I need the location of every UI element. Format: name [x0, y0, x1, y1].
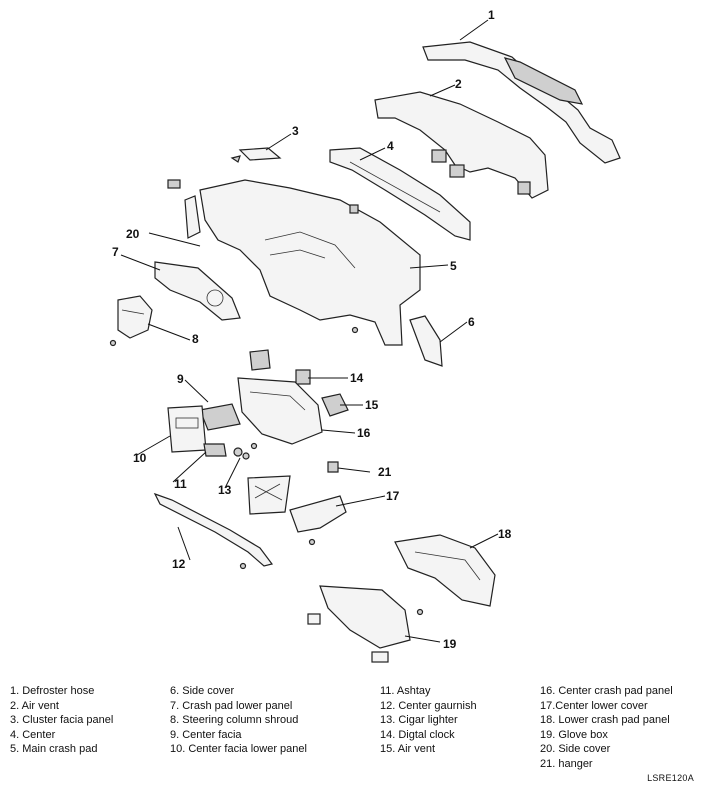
legend-item: 13. Cigar lighter	[380, 714, 458, 727]
legend-item: 3. Cluster facia panel	[10, 714, 114, 727]
center-lower-cover	[247, 475, 347, 533]
center-crash-pad-panel	[237, 377, 323, 445]
digital-clock	[295, 369, 311, 385]
side-cover-right	[409, 315, 443, 367]
cigar-lighter	[233, 447, 250, 460]
callout-20: 20	[126, 227, 140, 241]
callout-2: 2	[455, 77, 462, 91]
air-vent-right	[321, 393, 349, 417]
legend-item: 2. Air vent	[10, 699, 59, 712]
air-vent-duct	[374, 91, 549, 199]
center-facia-lower-panel	[167, 405, 207, 453]
side-cover-left	[184, 195, 201, 239]
callout-18: 18	[498, 527, 512, 541]
callout-6: 6	[468, 315, 475, 329]
air-vent-upper	[249, 349, 271, 371]
ashtray	[203, 443, 227, 457]
callout-1: 1	[488, 8, 495, 22]
legend-column-2: 6. Side cover 7. Crash pad lower panel 8…	[170, 684, 307, 757]
legend-item: 21. hanger	[540, 757, 593, 770]
legend-item: 4. Center	[10, 728, 56, 741]
legend-column-1: 1. Defroster hose 2. Air vent 3. Cluster…	[10, 684, 113, 757]
lower-crash-pad-panel	[394, 534, 496, 607]
legend-item: 8. Steering column shroud	[170, 714, 299, 727]
legend-item: 1. Defroster hose	[10, 685, 95, 697]
leader-lines	[120, 19, 499, 643]
legend-item: 16. Center crash pad panel	[540, 685, 673, 697]
figure-code: LSRE120A	[647, 773, 694, 783]
callout-15: 15	[365, 398, 379, 412]
callout-17: 17	[386, 489, 400, 503]
center-defroster	[329, 147, 471, 241]
legend-item: 15. Air vent	[380, 743, 436, 756]
legend-item: 18. Lower crash pad panel	[540, 714, 670, 727]
legend-column-4: 16. Center crash pad panel 17.Center low…	[540, 684, 673, 772]
callout-13: 13	[218, 483, 232, 497]
callout-21: 21	[378, 465, 392, 479]
defroster-hose	[422, 41, 621, 164]
center-garnish-strip	[153, 492, 274, 567]
callout-4: 4	[387, 139, 394, 153]
callout-16: 16	[357, 426, 371, 440]
callout-10: 10	[133, 451, 147, 465]
callout-7: 7	[112, 245, 119, 259]
callout-8: 8	[192, 332, 199, 346]
steering-column-shroud	[117, 295, 153, 339]
callout-19: 19	[443, 637, 457, 651]
callout-9: 9	[177, 372, 184, 386]
legend-item: 9. Center facia	[170, 728, 242, 741]
callout-5: 5	[450, 259, 457, 273]
legend-column-3: 11. Ashtay 12. Center gaurnish 13. Cigar…	[380, 684, 477, 757]
legend-item: 7. Crash pad lower panel	[170, 699, 293, 712]
legend-item: 14. Digtal clock	[380, 728, 455, 741]
glove-box	[307, 585, 411, 663]
legend-item: 17.Center lower cover	[540, 699, 648, 712]
crash-pad-lower-panel	[154, 261, 241, 321]
callout-11: 11	[174, 477, 187, 491]
cluster-facia-panel	[230, 147, 282, 163]
hanger	[327, 461, 339, 473]
legend-item: 11. Ashtay	[380, 685, 431, 697]
legend-item: 20. Side cover	[540, 743, 611, 756]
callout-14: 14	[350, 371, 364, 385]
legend-item: 19. Glove box	[540, 728, 608, 741]
callout-3: 3	[292, 124, 299, 138]
callout-12: 12	[172, 557, 186, 571]
legend-item: 6. Side cover	[170, 685, 235, 697]
center-facia	[199, 403, 241, 431]
main-crash-pad	[167, 179, 421, 346]
exploded-parts-diagram: 1 2 3 4 5 6 7 8 9 10 11 12 13 14 15 16 1…	[109, 8, 621, 663]
legend-item: 10. Center facia lower panel	[170, 743, 307, 756]
screw-fasteners	[109, 326, 424, 616]
legend-item: 12. Center gaurnish	[380, 699, 477, 712]
legend-item: 5. Main crash pad	[10, 743, 98, 756]
